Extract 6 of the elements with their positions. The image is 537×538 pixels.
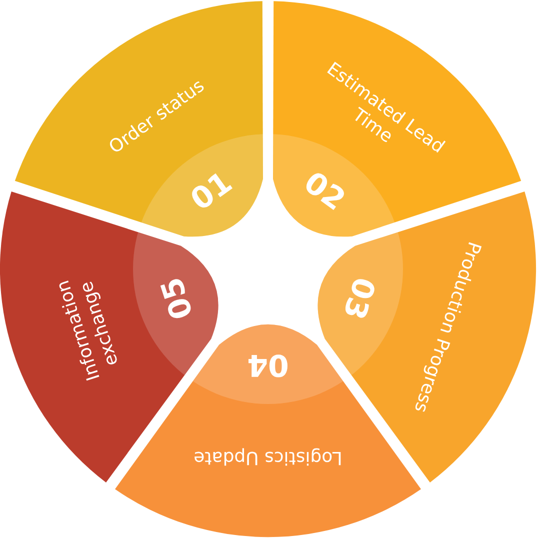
step-number: 02 (298, 168, 350, 217)
step-number: 04 (247, 349, 289, 379)
step-label: Logistics Update (192, 446, 344, 468)
step-number: 01 (186, 168, 238, 217)
step-number: 03 (338, 274, 380, 323)
step-number: 05 (156, 274, 198, 323)
